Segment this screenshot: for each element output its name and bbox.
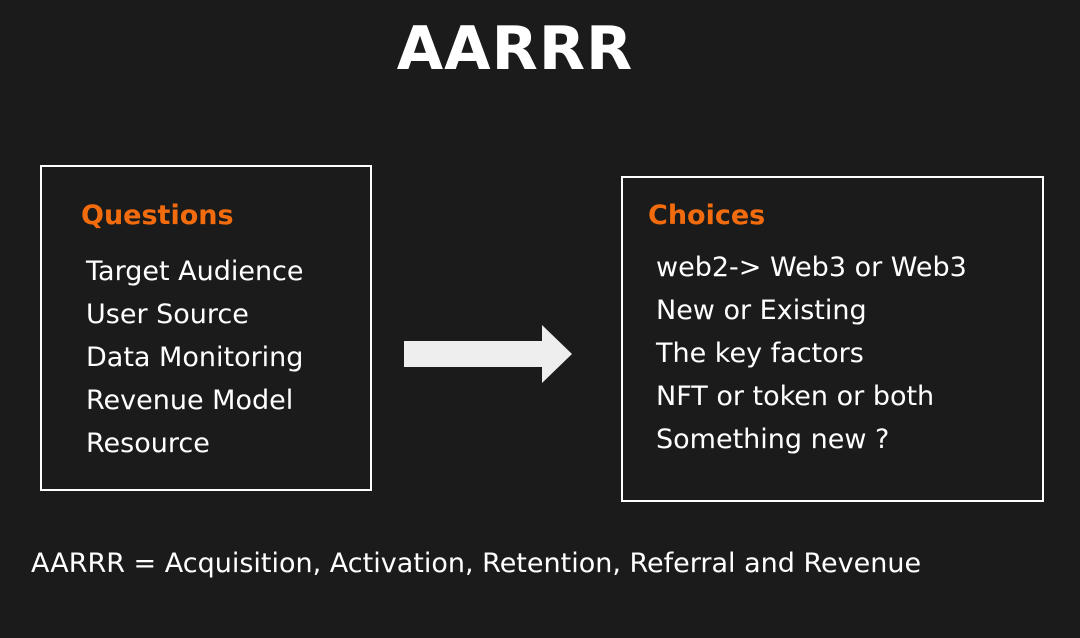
question-item: Data Monitoring [86,342,304,373]
question-item: Resource [86,428,210,459]
choice-item: NFT or token or both [656,381,935,412]
choices-list: web2-> Web3 or Web3 New or Existing The … [656,246,967,461]
choices-box: Choices web2-> Web3 or Web3 New or Exist… [621,176,1044,502]
questions-heading: Questions [81,200,234,231]
questions-box: Questions Target Audience User Source Da… [40,165,372,491]
choice-item: The key factors [656,338,864,369]
arrow-shape [404,325,572,383]
questions-list: Target Audience User Source Data Monitor… [86,250,304,465]
choice-item: Something new ? [656,424,890,455]
choice-item: New or Existing [656,295,867,326]
right-arrow-icon [404,325,572,383]
question-item: Target Audience [86,256,304,287]
choice-item: web2-> Web3 or Web3 [656,252,967,283]
question-item: User Source [86,299,249,330]
choices-heading: Choices [648,200,766,231]
footer-definition: AARRR = Acquisition, Activation, Retenti… [31,548,922,579]
question-item: Revenue Model [86,385,294,416]
page-title: AARRR [396,14,634,84]
